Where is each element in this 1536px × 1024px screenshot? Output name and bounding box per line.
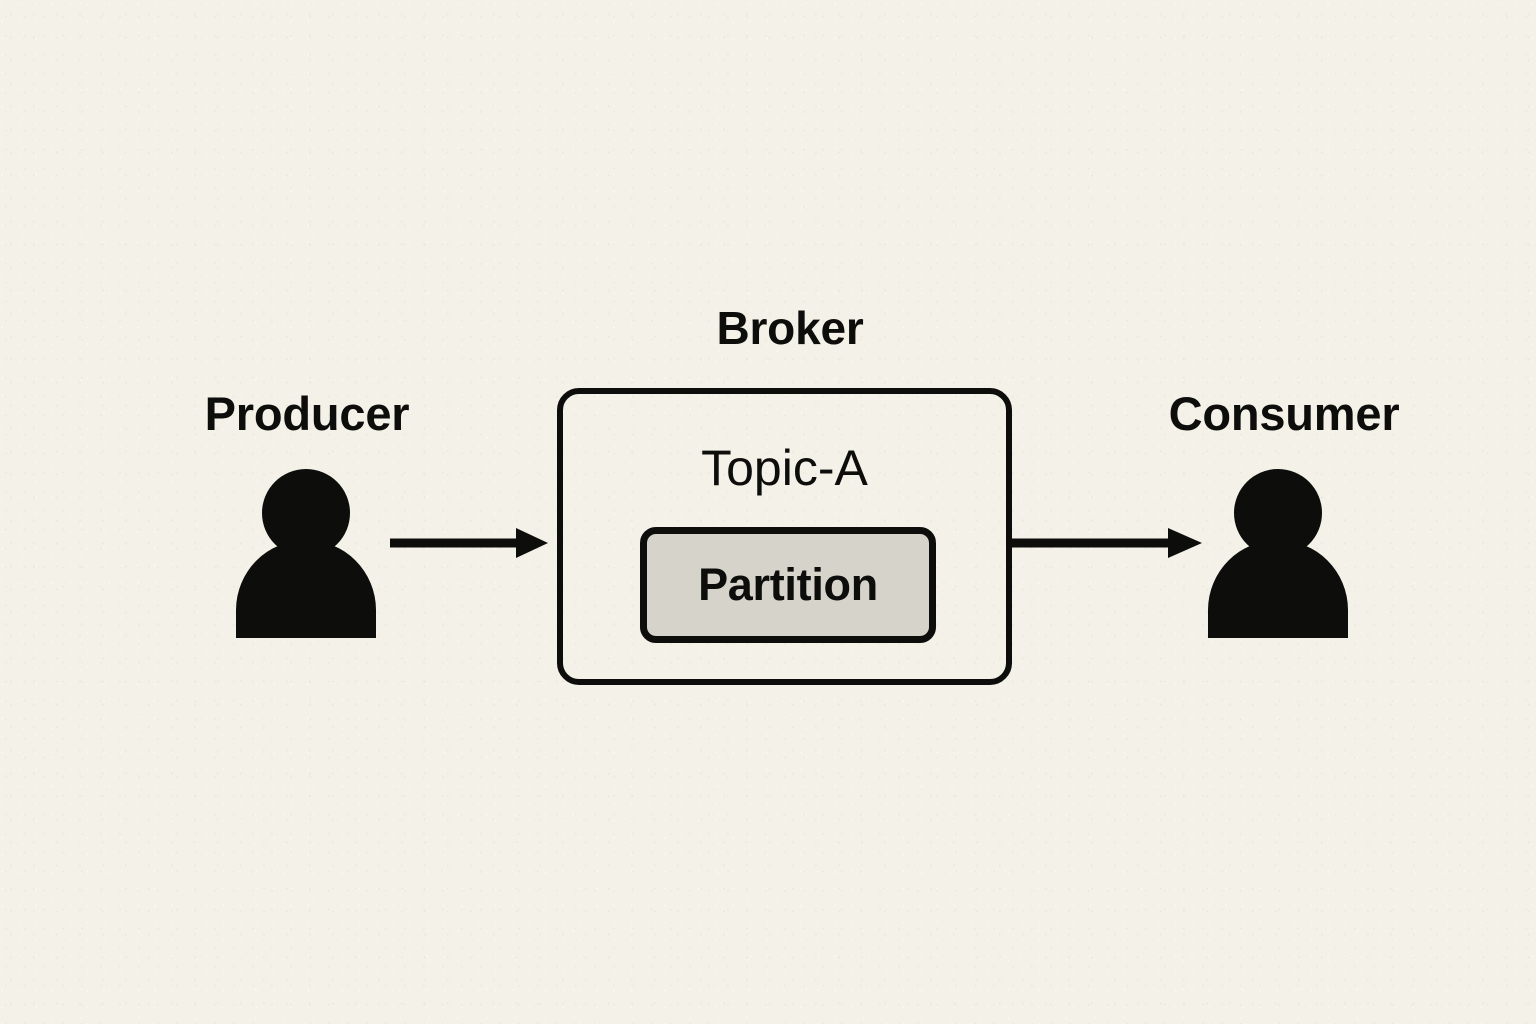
arrow-broker-to-consumer [1010,528,1202,558]
partition-box: Partition [640,527,936,643]
arrow-producer-to-broker [390,528,548,558]
partition-label: Partition [698,559,878,610]
person-icon [236,469,376,638]
broker-label: Broker [716,302,864,354]
consumer-label: Consumer [1168,387,1400,440]
topic-label: Topic-A [701,440,868,496]
person-icon [1208,469,1348,638]
broker-box [557,388,1012,685]
producer-label: Producer [204,387,410,440]
